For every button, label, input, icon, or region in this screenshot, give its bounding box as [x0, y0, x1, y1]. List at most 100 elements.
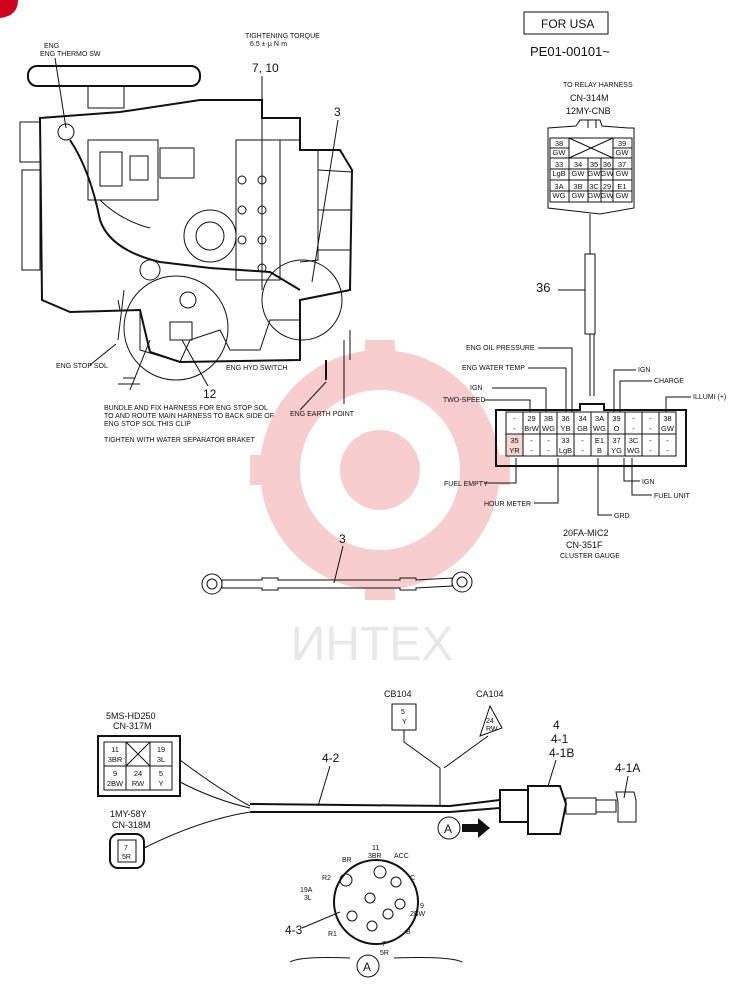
cluster-wire-color: O [614, 424, 620, 433]
cluster-pin: - [632, 414, 635, 423]
label-illumi: ILLUMI (+) [693, 394, 726, 401]
relay-pin-3C: 3C [589, 182, 599, 191]
harness-callout: 4-2 [322, 751, 340, 765]
cluster-pin: - [547, 436, 550, 445]
cluster-pin: 29 [527, 414, 535, 423]
callout-7-10: 7, 10 [252, 61, 279, 75]
conn318-col: 5R [122, 854, 131, 861]
note-line-4: TIGHTEN WITH WATER SEPARATOR BRAKET [104, 437, 256, 444]
label-fuel-unit: FUEL UNIT [654, 493, 691, 500]
relay-wire-color: GW [616, 169, 630, 178]
harness-36: 36 [536, 214, 596, 396]
relay-title-3: 12MY-CNB [566, 106, 611, 116]
ground-cable: 3 [201, 532, 473, 595]
term-11: 11 [372, 845, 379, 852]
cluster-wire-color: YG [611, 446, 622, 455]
relay-wire-color: GW [572, 169, 586, 178]
switch-callout-4-1: 4-1 [551, 732, 569, 746]
cluster-pin: 36 [561, 414, 569, 423]
conn317-wire-color: 2BW [107, 779, 124, 788]
label-ign-left: IGN [470, 385, 482, 392]
callout-36: 36 [536, 280, 550, 295]
conn317-pin: 5 [159, 769, 163, 778]
cluster-connector: --29BrW3BWG36YB34GB3AWG39O----38GW35YR--… [443, 345, 726, 560]
relay-connector: TO RELAY HARNESS CN-314M 12MY-CNB [547, 82, 635, 215]
cluster-wire-color: - [666, 446, 669, 455]
relay-title-2: CN-314M [570, 93, 609, 103]
hyd-switch-label: ENG HYD SWITCH [226, 365, 287, 372]
conn317-title-2: CN-317M [113, 721, 152, 731]
region-box [523, 11, 609, 35]
term-b: B [406, 929, 411, 936]
relay-pin-37: 37 [618, 160, 626, 169]
relay-wire-color: GW [601, 169, 615, 178]
label-hour-meter: HOUR METER [484, 501, 531, 508]
cluster-pin: - [530, 436, 533, 445]
cluster-wire-color: BrW [524, 424, 540, 433]
relay-wire-color: GW [601, 191, 615, 200]
cluster-wire-color: WG [593, 424, 606, 433]
relay-wire-color: GW [588, 191, 602, 200]
term-r2: R2 [322, 875, 331, 882]
relay-pin-36: 36 [603, 160, 611, 169]
relay-wire-color: GW [572, 191, 586, 200]
cluster-wire-color: - [547, 446, 550, 455]
ca104-col: RW [486, 726, 498, 733]
term-2bw: 2BW [410, 911, 426, 918]
label-water-temp: ENG WATER TEMP [462, 365, 525, 372]
cluster-wire-color: YB [560, 424, 570, 433]
view-marker-upper: A [444, 822, 452, 836]
cluster-pin: - [513, 414, 516, 423]
relay-wire-color: WG [553, 191, 566, 200]
cluster-wire-color: WG [627, 446, 640, 455]
cluster-pin: 33 [561, 436, 569, 445]
cluster-pin: 35 [510, 436, 518, 445]
cluster-pin: - [581, 436, 584, 445]
term-br: BR [342, 857, 352, 864]
cluster-pin: 38 [663, 414, 671, 423]
key-switch-section: CB104 5 Y CA104 24 RW 5MS-HD250 CN-317M … [97, 689, 640, 978]
view-callout: 4-3 [285, 923, 303, 937]
cluster-caption-3: CLUSTER GAUGE [560, 553, 620, 560]
conn318-pin: 7 [124, 845, 128, 852]
callout-3-engine: 3 [334, 105, 341, 119]
note-line-1: BUNDLE AND FIX HARNESS FOR ENG STOP SOL [104, 405, 268, 412]
label-ign-bottom: IGN [642, 479, 654, 486]
cluster-pin: E1 [595, 436, 604, 445]
watermark: ИНТЕХ [250, 340, 510, 671]
cluster-pin: 3A [595, 414, 604, 423]
conn317-pin: 24 [134, 769, 142, 778]
relay-title-1: TO RELAY HARNESS [563, 82, 633, 89]
torque-label-2: 6.5 ±·µ N·m [250, 41, 287, 48]
cluster-pin: 34 [578, 414, 586, 423]
cluster-pin: 37 [612, 436, 620, 445]
relay-pin-38: 38 [555, 139, 563, 148]
conn317-pin: 9 [113, 769, 117, 778]
stop-sol-label: ENG STOP SOL [56, 363, 108, 370]
relay-pin-34: 34 [574, 160, 582, 169]
relay-wire-color: GW [616, 148, 630, 157]
conn317-wire-color: 3L [157, 755, 165, 764]
relay-pin-3B: 3B [573, 182, 582, 191]
cluster-pin: 39 [612, 414, 620, 423]
label-fuel-empty: FUEL EMPTY [444, 481, 488, 488]
cb104-col: Y [402, 719, 407, 726]
conn317-wire-color: RW [132, 779, 145, 788]
view-marker-lower: A [363, 960, 371, 974]
earth-point-label: ENG EARTH POINT [290, 411, 355, 418]
cluster-pin: - [649, 414, 652, 423]
thermo-label-1: ENG [44, 43, 59, 50]
cluster-wire-color: LgB [559, 446, 572, 455]
corner-mark-icon [0, 0, 18, 18]
conn317-pin: 11 [111, 745, 119, 754]
relay-wire-color: LgB [552, 169, 565, 178]
label-oil-pressure: ENG OIL PRESSURE [466, 345, 535, 352]
switch-callout-4: 4 [553, 718, 560, 732]
ca104-label: CA104 [476, 689, 504, 699]
conn318-title-2: CN-318M [112, 820, 151, 830]
cb104-pin: 5 [401, 709, 405, 716]
cluster-wire-color: - [632, 424, 635, 433]
label-charge: CHARGE [654, 378, 684, 385]
term-7: 7 [382, 941, 386, 948]
